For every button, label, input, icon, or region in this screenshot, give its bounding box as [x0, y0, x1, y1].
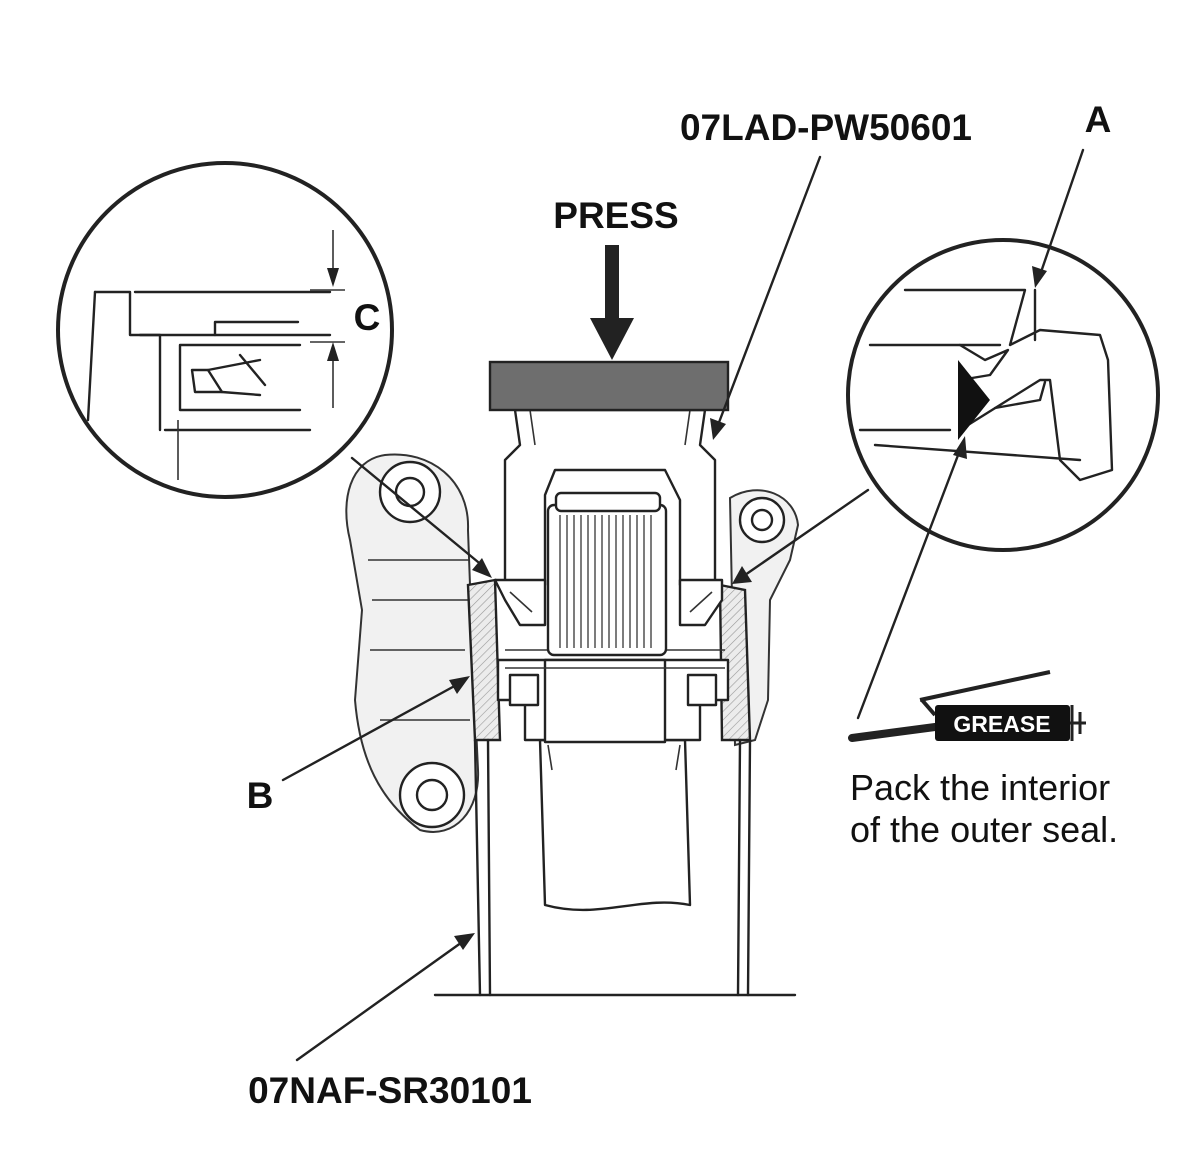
installer-tool-label: 07LAD-PW50601 [680, 107, 972, 148]
leader-lines [281, 148, 1085, 1062]
installer-tool-top [488, 360, 730, 587]
detail-circle-right [846, 238, 1160, 552]
hub-housing [466, 578, 752, 742]
outer-seal [493, 578, 724, 627]
grease-note-line1: Pack the interior [850, 767, 1110, 808]
press-label: PRESS [553, 195, 678, 236]
grease-note-line2: of the outer seal. [850, 809, 1118, 850]
detail-circle-left [56, 161, 394, 499]
hub-shaft [496, 649, 730, 912]
splined-stub [546, 491, 668, 657]
support-tool-bottom [433, 738, 797, 997]
grease-gun-icon: GREASE [848, 670, 1086, 742]
label-a: A [1085, 99, 1112, 140]
label-b: B [247, 775, 274, 816]
label-c: C [354, 297, 381, 338]
knuckle-left-ear [345, 453, 480, 833]
support-tool-label: 07NAF-SR30101 [248, 1070, 532, 1111]
grease-label: GREASE [953, 711, 1050, 737]
press-arrow [590, 245, 634, 360]
